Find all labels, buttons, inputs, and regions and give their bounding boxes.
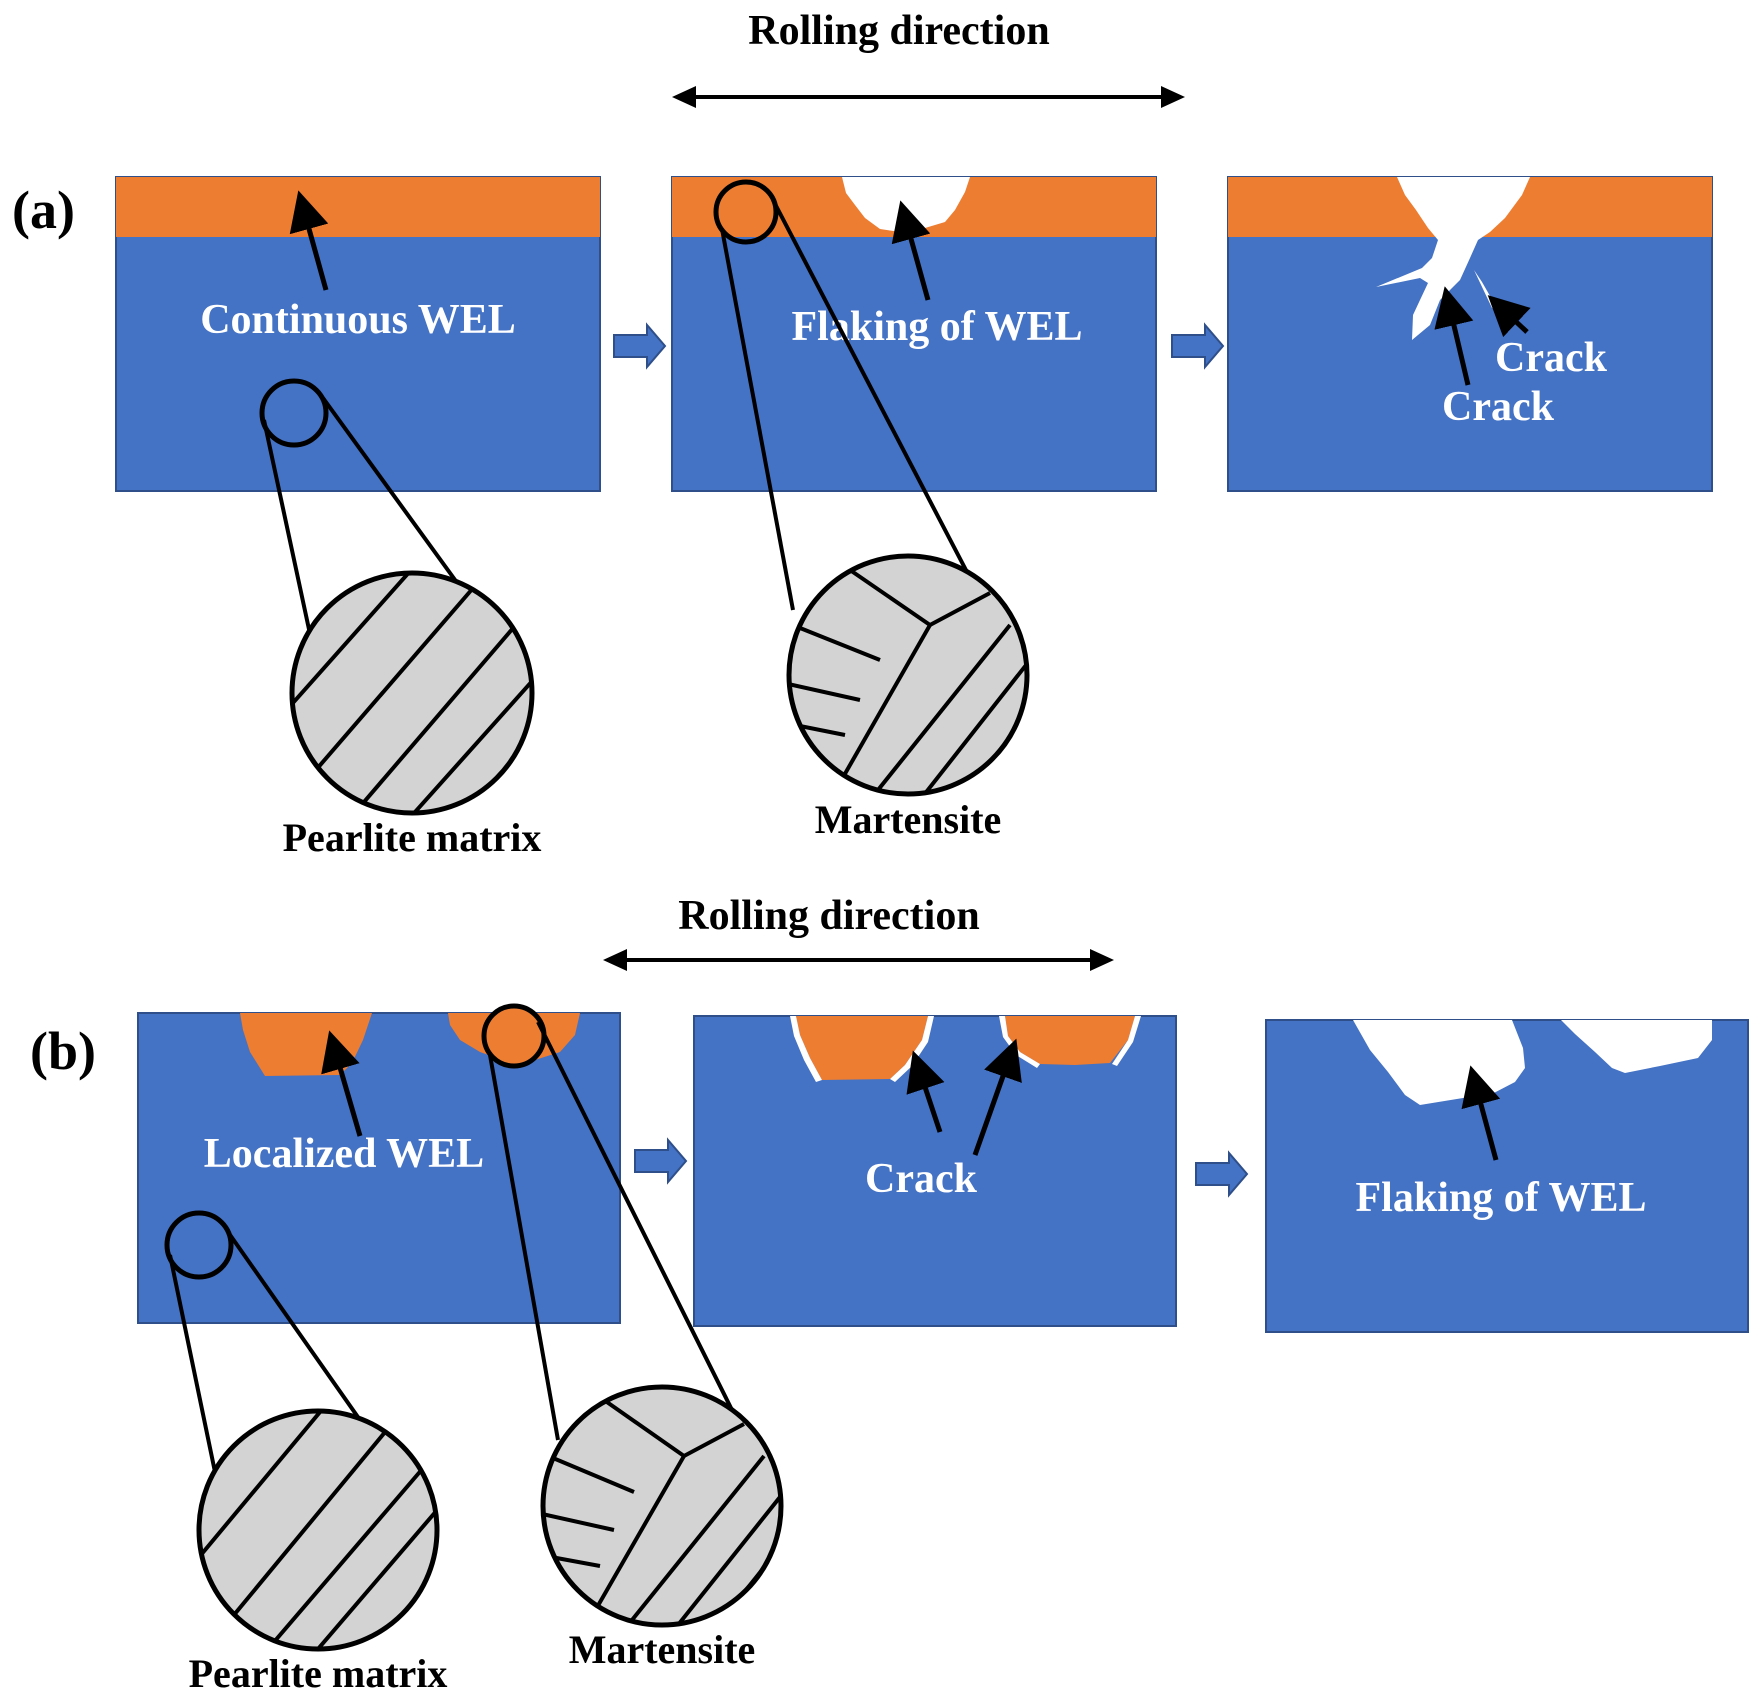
martensite-caption: Martensite [569,1627,756,1672]
stage-a2-panel: Flaking of WEL [671,176,1157,492]
rolling-direction-title-b: Rolling direction [678,893,979,939]
zoom-connector-lines [262,199,982,635]
martensite-zoom-circle [786,553,1030,797]
crack-outline [890,1016,934,1082]
rolling-direction-title-a: Rolling direction [748,8,1049,54]
zoom-source-circle [164,1210,234,1280]
crack-outline [790,1016,822,1082]
crack-region [1376,177,1530,340]
stage-b3-panel: Flaking of WEL [1265,1019,1749,1333]
process-arrow-icon [613,322,667,370]
stage-b2-panel: Crack [693,1015,1177,1327]
martensite-zoom-circle [540,1384,784,1628]
zoom-connector-lines [168,1021,744,1473]
pearlite-matrix-caption: Pearlite matrix [283,815,542,860]
panel-label-b: (b) [30,1021,96,1081]
stage-a1-panel: Continuous WEL [115,176,601,492]
pearlite-matrix-caption: Pearlite matrix [189,1651,448,1696]
stage-a3-panel: Crack Crack [1227,176,1713,492]
flaked-region [1561,1020,1712,1073]
pearlite-zoom-circle [196,1408,440,1652]
zoom-source-circle [713,179,779,245]
zoom-source-circle [481,1003,547,1069]
wel-pointer-arrow [321,1030,363,1137]
continuous-wel-label: Continuous WEL [200,297,516,343]
stage-b1-panel: Localized WEL [137,1003,621,1324]
flaking-of-wel-label: Flaking of WEL [792,304,1083,350]
process-arrow-icon [634,1137,688,1185]
crack-pointer-arrow [1487,295,1531,338]
localized-wel-label: Localized WEL [204,1131,484,1177]
wel-pointer-arrow [289,190,329,291]
panel-label-a: (a) [12,180,75,240]
flaking-pointer-arrow [891,200,931,301]
crack-outline [1112,1016,1141,1066]
crack-label-lower: Crack [1442,384,1555,430]
process-arrow-icon [1171,322,1225,370]
crack-label: Crack [865,1156,978,1202]
zoom-source-circle [259,378,329,448]
martensite-caption: Martensite [815,797,1002,842]
rolling-direction-arrow-b [603,949,1114,971]
crack-pointer-arrow [906,1050,945,1133]
flaking-pointer-arrow [1461,1065,1501,1161]
flaking-of-wel-label: Flaking of WEL [1356,1175,1647,1221]
crack-label-upper: Crack [1495,335,1608,381]
pearlite-zoom-circle [289,570,535,816]
crack-pointer-arrow [1434,286,1474,386]
continuous-wel-layer [116,177,600,237]
process-arrow-icon [1195,1150,1249,1198]
crack-pointer-arrow [972,1038,1022,1156]
rolling-direction-arrow-a [672,86,1185,108]
